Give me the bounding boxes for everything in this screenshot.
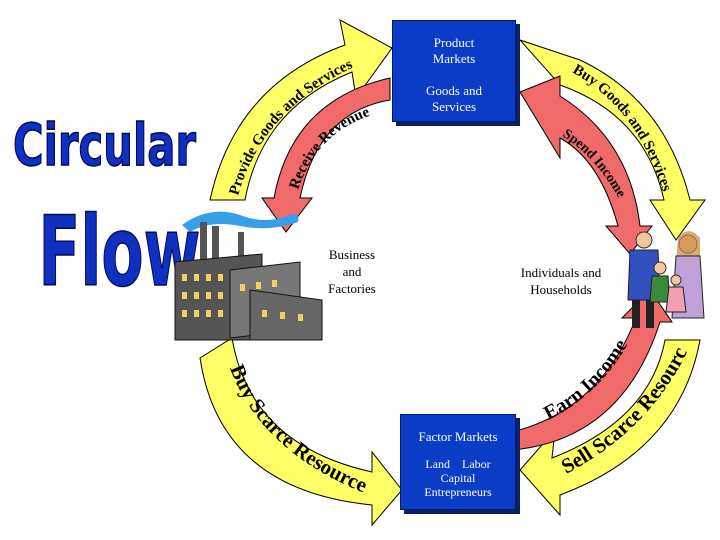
title-line2: Flow	[38, 197, 200, 309]
factory-icon	[174, 211, 323, 341]
factor-markets-box: Factor Markets Land Labor Capital Entrep…	[400, 414, 516, 510]
factor-markets-line3: Entrepreneurs	[424, 485, 492, 499]
buy-resources-arrow	[199, 337, 403, 527]
receive-revenue-arrow	[261, 77, 391, 233]
product-markets-subtitle: Goods and Services	[426, 83, 482, 114]
title-line1: Circular	[13, 111, 196, 179]
product-markets-box: Product Markets Goods and Services	[392, 20, 516, 122]
buy-goods-arrow	[518, 38, 706, 241]
page-title: Circular Flow	[12, 110, 201, 309]
earn-income-arrow	[511, 289, 673, 451]
factor-markets-title: Factor Markets	[418, 429, 498, 444]
factor-markets-line2: Capital	[440, 471, 476, 485]
factor-markets-line1: Land Labor	[425, 457, 491, 471]
business-label: Business and Factories	[328, 247, 376, 296]
family-icon	[627, 231, 705, 328]
product-markets-title: Product Markets	[432, 35, 476, 66]
sell-resources-arrow	[519, 339, 701, 517]
spend-income-arrow	[519, 75, 654, 255]
provide-goods-arrow	[209, 19, 393, 201]
households-label: Individuals and Households	[520, 265, 602, 297]
